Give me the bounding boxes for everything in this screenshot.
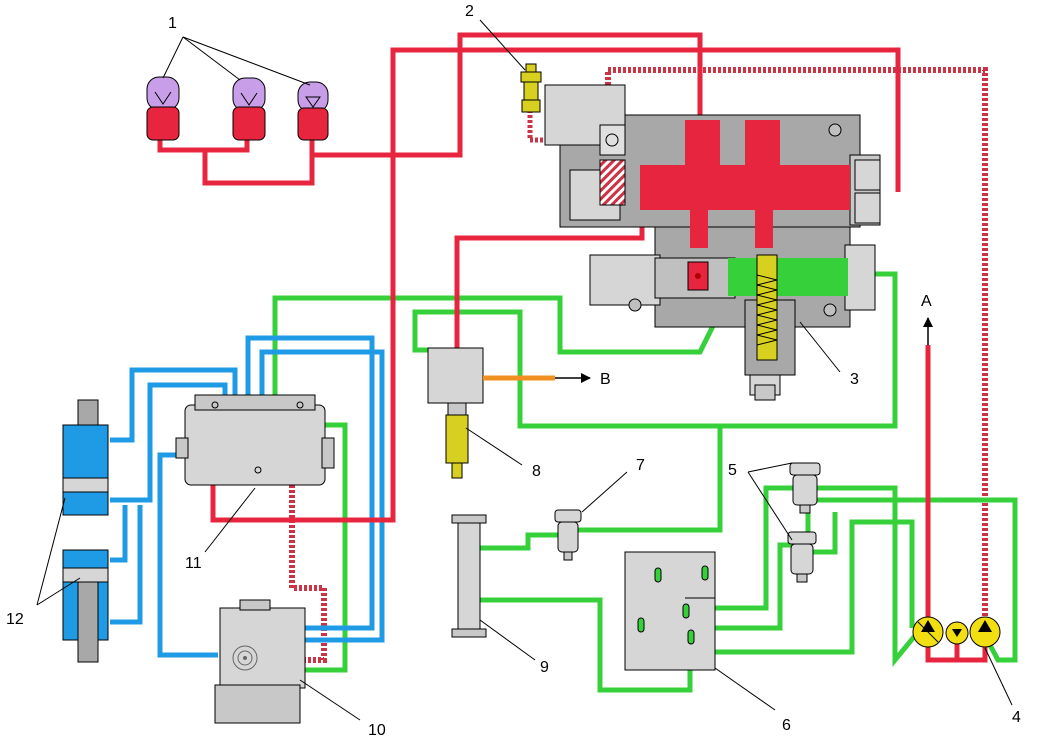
accumulator-group: [146, 76, 329, 141]
flow-label-A: A: [921, 293, 932, 310]
callout-10: 10: [368, 722, 386, 739]
green-line-valve-to-steering: [272, 270, 743, 410]
callout-5: 5: [728, 462, 737, 479]
steering-lines: [110, 335, 385, 658]
red-line-accumulator-mid: [205, 137, 250, 153]
red-line-valve-to-steering: [210, 47, 901, 523]
red-line-valve-to-sensor8: [454, 225, 645, 350]
callout-6: 6: [782, 717, 791, 734]
callout-9: 9: [540, 659, 549, 676]
blue-line-4: [110, 505, 143, 625]
red-line-accumulators-to-valve: [312, 32, 703, 158]
callout-1: 1: [168, 15, 177, 32]
callout-3: 3: [850, 371, 859, 388]
green-line-filter5: [808, 512, 838, 555]
green-line-steering-feed: [300, 422, 348, 673]
callout-8: 8: [532, 463, 541, 480]
return-line-steering: [289, 485, 327, 663]
callout-11: 11: [185, 555, 202, 572]
blue-line-7: [157, 452, 218, 658]
pump-supply-gallery: [728, 258, 848, 296]
callout-2: 2: [465, 3, 474, 20]
green-line-filter7: [565, 426, 723, 533]
flow-label-B: B: [600, 371, 611, 388]
accumulator: [146, 76, 180, 141]
steering-valve: [175, 394, 335, 486]
filter-7: [554, 509, 582, 561]
callout-12: 12: [6, 611, 24, 628]
green-line-sensor-loop: [412, 271, 898, 429]
pressure-lines: [157, 32, 988, 663]
main-valve-block: [544, 84, 881, 401]
valve-actuator: [589, 254, 661, 306]
blue-line-1: [110, 367, 238, 443]
green-line-manifold-3: [715, 519, 915, 655]
callout-7: 7: [636, 457, 645, 474]
pressure-switch: [520, 63, 542, 113]
red-line-accumulators: [157, 137, 315, 186]
blue-line-3: [110, 505, 128, 563]
accumulator: [232, 77, 266, 141]
manifold-6: [624, 551, 716, 671]
leader-lines: [36, 19, 1013, 721]
accumulator: [297, 81, 329, 141]
callout-4: 4: [1012, 709, 1021, 726]
pump-supply-lines: [272, 270, 1018, 693]
pressure-sensor: [427, 347, 555, 479]
blue-line-5: [245, 335, 375, 631]
pressure-gallery: [640, 165, 850, 210]
blue-line-6: [259, 349, 385, 643]
steering-pump: [214, 599, 306, 724]
return-line-sensor: [527, 110, 595, 143]
filters-5: [787, 462, 821, 583]
green-line-cooler-bottom: [480, 597, 693, 693]
green-line-cooler-top: [480, 532, 560, 551]
blue-line-2: [110, 382, 228, 503]
callout-labels: 1 2 3 4 5 6 7 8 9 10 11 12 A B: [6, 3, 1021, 739]
green-line-manifold-1: [715, 485, 920, 667]
oil-cooler: [451, 514, 487, 638]
steering-cylinders: [62, 399, 109, 663]
pump-group: [912, 616, 1001, 648]
